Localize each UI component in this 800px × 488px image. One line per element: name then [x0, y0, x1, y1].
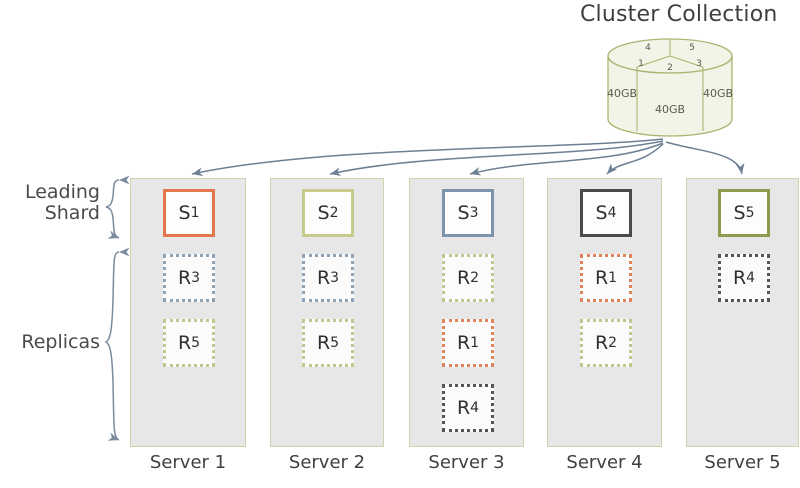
replica-node-r5-index: 5: [330, 335, 340, 351]
replica-node-r3-label: R: [177, 267, 192, 289]
cluster-panel-left-size: 40GB: [607, 87, 637, 100]
brace-replicas: [104, 247, 130, 441]
shard-node-s5-label: S: [733, 202, 746, 224]
replica-node-r1-index: 1: [470, 335, 480, 351]
shard-node-s1-index: 1: [190, 205, 200, 221]
shard-node-s5-index: 5: [745, 205, 755, 221]
label-leading-shard-line1: Leading: [24, 181, 100, 203]
shard-node-s2-label: S: [317, 202, 330, 224]
replica-node-r5-label: R: [177, 332, 192, 354]
arrow-to-server-1: [191, 138, 664, 177]
replica-node-r2-label: R: [594, 332, 609, 354]
replica-node-r4-label: R: [732, 267, 747, 289]
replica-node-r2-label: R: [456, 267, 471, 289]
shard-node-s3-label: S: [457, 202, 470, 224]
replica-node-r3-label: R: [316, 267, 331, 289]
server-label-1: Server 1: [149, 452, 227, 473]
replica-node-r2-index: 2: [470, 270, 480, 286]
server-label-4: Server 4: [566, 452, 643, 473]
replica-node-r5-label: R: [316, 332, 331, 354]
replica-node-r4-index: 4: [746, 270, 756, 286]
replica-node-r1-label: R: [594, 267, 609, 289]
replica-node-r4-label: R: [456, 397, 471, 419]
page-title: Cluster Collection: [580, 2, 778, 27]
arrow-to-server-5: [665, 141, 745, 175]
shard-node-s4-index: 4: [607, 205, 617, 221]
shard-node-s4-label: S: [595, 202, 608, 224]
replica-node-r3-index: 3: [330, 270, 340, 286]
arrow-to-server-3: [469, 142, 664, 176]
label-leading-shard: Leading Shard: [0, 181, 100, 225]
cylinder-front-seam: [607, 55, 733, 74]
shard-node-s3-index: 3: [469, 205, 479, 221]
brace-leading-shard: [105, 175, 130, 239]
cylinder-body: [607, 55, 733, 137]
replica-node-r3-index: 3: [191, 270, 201, 286]
replica-node-r1-index: 1: [608, 270, 618, 286]
server-label-2: Server 2: [288, 452, 366, 473]
cluster-segment-2: 2: [667, 63, 673, 73]
cluster-panel-middle-size: 40GB: [655, 103, 685, 116]
server-label-3: Server 3: [428, 452, 505, 473]
arrow-to-server-2: [329, 140, 664, 176]
cylinder-divider-2-3: [669, 55, 704, 68]
replica-node-r4-index: 4: [470, 400, 480, 416]
replica-node-r2-index: 2: [608, 335, 618, 351]
cluster-collection-cylinder: 4 5 1 2 3 40GB 40GB 40GB: [600, 35, 740, 145]
cluster-segment-4: 4: [645, 43, 651, 53]
replica-node-r5-index: 5: [191, 335, 201, 351]
shard-node-s2-index: 2: [329, 205, 339, 221]
cluster-panel-right-size: 40GB: [703, 87, 733, 100]
cluster-segment-1: 1: [638, 59, 644, 69]
cluster-segment-5: 5: [689, 43, 695, 53]
arrow-to-server-4: [606, 143, 664, 175]
cylinder-svg: 4 5 1 2 3 40GB 40GB 40GB: [607, 38, 733, 137]
cylinder-divider-1-2: [636, 55, 671, 68]
server-label-5: Server 5: [704, 452, 781, 473]
label-replicas: Replicas: [21, 331, 100, 353]
cluster-segment-3: 3: [696, 59, 702, 69]
replica-node-r1-label: R: [456, 332, 471, 354]
label-leading-shard-line2: Shard: [44, 202, 100, 225]
shard-node-s1-label: S: [178, 202, 191, 224]
